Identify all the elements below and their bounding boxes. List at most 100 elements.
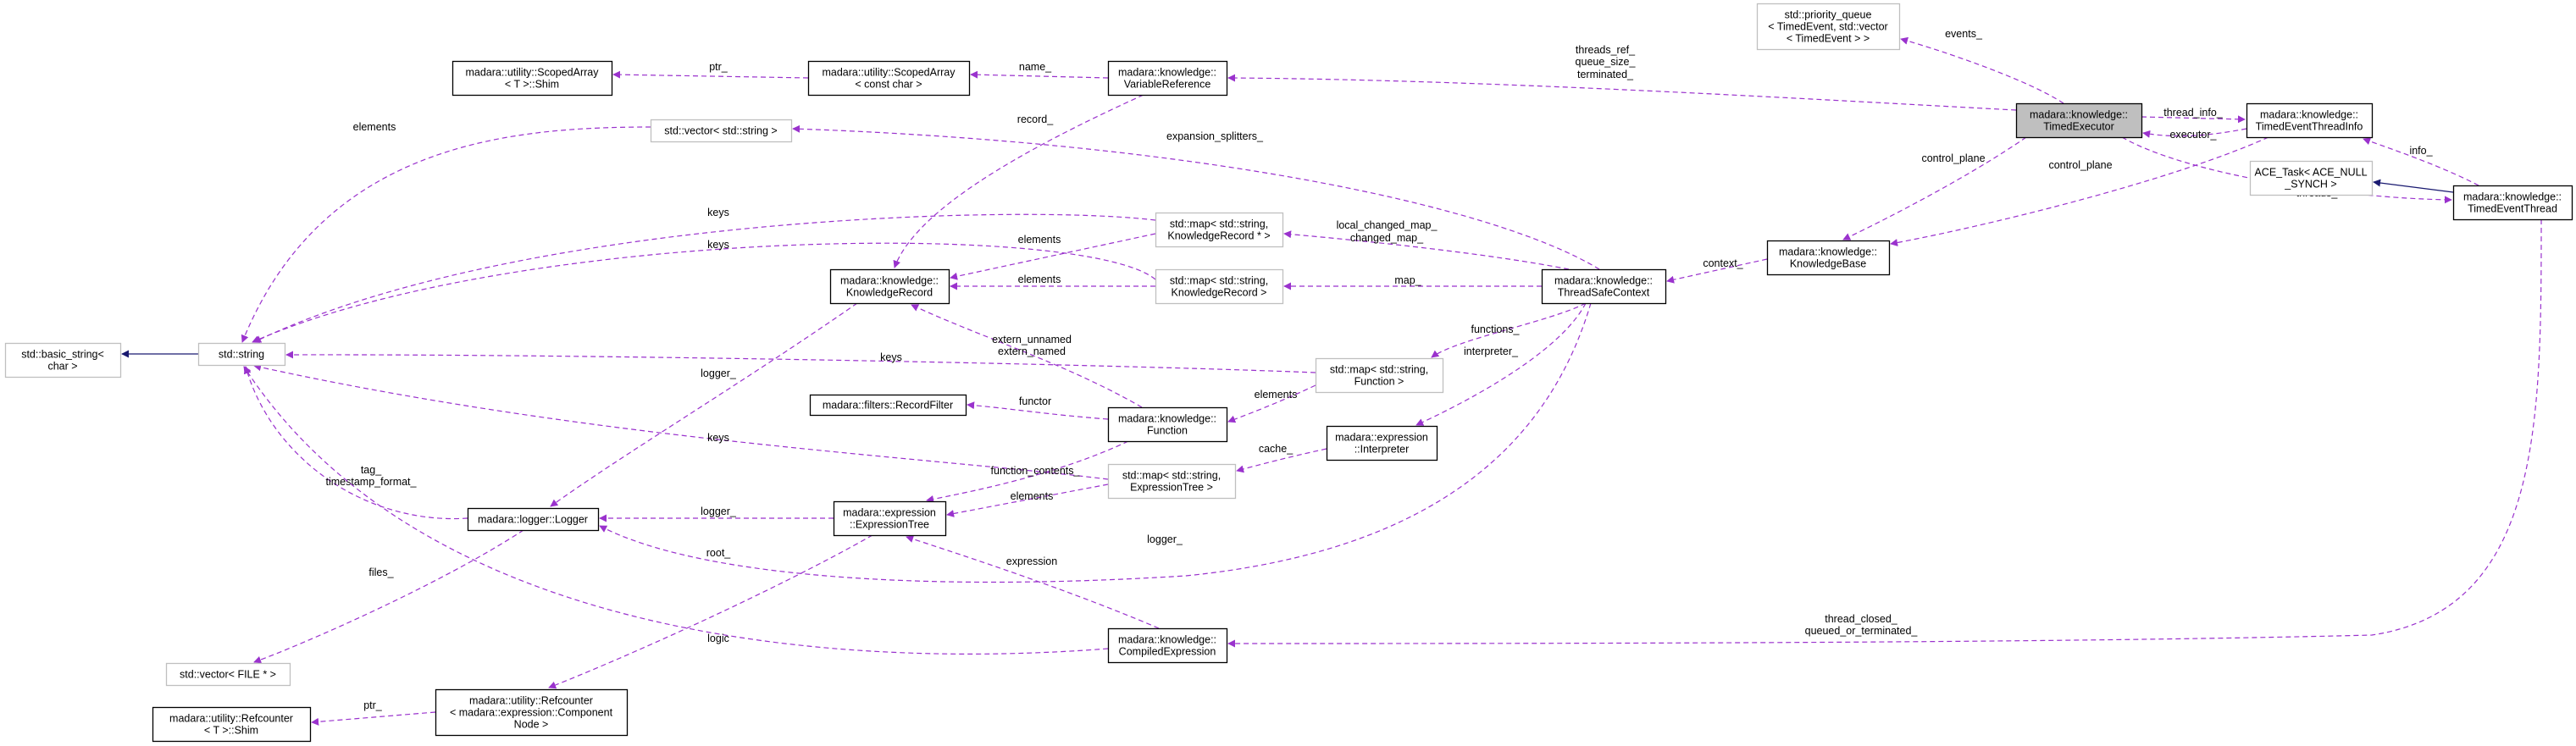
class-node-timed-executor[interactable]: madara::knowledge::TimedExecutor xyxy=(2015,102,2143,139)
dependency-arrow xyxy=(311,711,436,726)
edge-label: elements xyxy=(353,121,396,133)
dependency-arrow xyxy=(253,363,1109,480)
class-name-line: madara::knowledge:: xyxy=(1554,275,1653,287)
class-node-scoped-array-shim[interactable]: madara::utility::ScopedArray< T >::Shim xyxy=(451,60,613,97)
class-name-line: KnowledgeRecord > xyxy=(1172,287,1267,299)
edge-label: functions_ xyxy=(1471,323,1521,335)
edge-tag: tag_timestamp_format_ xyxy=(243,366,468,520)
class-name-line: madara::knowledge:: xyxy=(2463,191,2562,203)
class-node-interpreter[interactable]: madara::expression::Interpreter xyxy=(1326,425,1438,461)
class-node-variable-reference[interactable]: madara::knowledge::VariableReference xyxy=(1107,60,1228,97)
edge-logic: logic xyxy=(243,366,1109,655)
edge-expression: expression xyxy=(906,535,1160,629)
class-node-record-filter[interactable]: madara::filters::RecordFilter xyxy=(809,394,967,417)
class-node-refcounter-shim[interactable]: madara::utility::Refcounter< T >::Shim xyxy=(152,706,312,743)
class-node-map-expression-tree[interactable]: std::map< std::string,ExpressionTree > xyxy=(1107,463,1237,500)
class-node-function[interactable]: madara::knowledge::Function xyxy=(1107,406,1228,443)
edge-expansion: expansion_splitters_ xyxy=(792,124,1600,270)
class-node-scoped-array-char[interactable]: madara::utility::ScopedArray< const char… xyxy=(807,60,971,97)
edge-label: expression xyxy=(1006,555,1057,567)
class-box xyxy=(435,688,629,737)
class-node-std-string[interactable]: std::string xyxy=(197,342,286,367)
edge-files: files_ xyxy=(253,529,524,664)
edge-label: elements xyxy=(1018,234,1061,246)
class-name-line: Node > xyxy=(514,719,549,731)
edge-label: executor_ xyxy=(2170,129,2218,141)
dependency-arrow xyxy=(1227,74,2017,111)
edge-keys-mr: keys xyxy=(252,239,1156,343)
class-node-timed-event-thread-info[interactable]: madara::knowledge::TimedEventThreadInfo xyxy=(2246,102,2374,139)
class-name-line: std::vector< std::string > xyxy=(664,125,777,137)
class-box xyxy=(809,394,967,417)
class-name-line: madara::utility::ScopedArray xyxy=(822,67,956,79)
class-box xyxy=(1326,425,1438,461)
class-node-compiled-expression[interactable]: madara::knowledge::CompiledExpression xyxy=(1107,627,1228,664)
class-name-line: madara::knowledge:: xyxy=(2260,109,2358,121)
edges-layer: events_threads_ref_queue_size_terminated… xyxy=(121,28,2542,726)
dependency-arrow xyxy=(1900,36,2064,104)
edge-threads-ref: threads_ref_queue_size_terminated_ xyxy=(1227,44,2017,111)
edge-label: extern_unnamed xyxy=(992,334,1072,345)
class-box xyxy=(451,60,613,97)
class-box xyxy=(165,662,291,687)
edge-keys-met: keys xyxy=(253,363,1109,480)
dependency-arrow xyxy=(253,529,524,664)
dependency-arrow xyxy=(252,242,1156,343)
class-name-line: KnowledgeBase xyxy=(1790,258,1866,270)
class-node-timed-event-thread[interactable]: madara::knowledge::TimedEventThread xyxy=(2452,185,2573,221)
class-node-vector-file[interactable]: std::vector< FILE * > xyxy=(165,662,291,687)
class-name-line: madara::utility::ScopedArray xyxy=(465,67,599,79)
dependency-arrow xyxy=(243,366,468,520)
edge-label: local_changed_map_ xyxy=(1337,219,1438,231)
class-name-line: < madara::expression::Component xyxy=(450,707,613,719)
class-node-basic-string[interactable]: std::basic_string<char > xyxy=(4,342,122,379)
class-name-line: std::basic_string< xyxy=(21,349,104,361)
class-box xyxy=(1766,240,1891,276)
edge-label: files_ xyxy=(368,566,394,578)
class-name-line: < TimedEvent, std::vector xyxy=(1768,21,1887,33)
class-box xyxy=(467,507,600,532)
dependency-arrow xyxy=(1431,302,1587,358)
class-node-map-record[interactable]: std::map< std::string,KnowledgeRecord > xyxy=(1155,268,1284,305)
dependency-arrow xyxy=(599,302,1592,583)
edge-elements-mrp: elements xyxy=(950,233,1156,280)
edge-keys-mf: keys xyxy=(285,351,1316,373)
class-name-line: TimedExecutor xyxy=(2043,121,2114,133)
edge-label: queued_or_terminated_ xyxy=(1805,625,1919,637)
class-node-knowledge-record[interactable]: madara::knowledge::KnowledgeRecord xyxy=(829,268,950,305)
dependency-arrow xyxy=(612,70,809,79)
edge-ptr-rc: ptr_ xyxy=(311,699,436,726)
class-node-thread-safe-context[interactable]: madara::knowledge::ThreadSafeContext xyxy=(1541,268,1667,305)
edge-label: control_plane xyxy=(2048,159,2112,171)
class-node-map-function[interactable]: std::map< std::string,Function > xyxy=(1315,357,1444,394)
class-node-map-record-ptr[interactable]: std::map< std::string,KnowledgeRecord * … xyxy=(1155,212,1284,248)
dependency-arrow xyxy=(911,304,1143,408)
class-node-refcounter-component[interactable]: madara::utility::Refcounter< madara::exp… xyxy=(435,688,629,737)
edge-keys-mrp: keys xyxy=(253,207,1156,343)
class-name-line: Function xyxy=(1147,425,1188,437)
dependency-arrow xyxy=(1236,448,1327,473)
class-node-expression-tree[interactable]: madara::expression::ExpressionTree xyxy=(833,500,947,537)
class-name-line: < const char > xyxy=(855,79,922,91)
class-name-line: TimedEventThread xyxy=(2468,203,2557,215)
edge-label: elements xyxy=(1011,490,1054,502)
class-name-line: madara::logger::Logger xyxy=(478,514,588,526)
class-node-knowledge-base[interactable]: madara::knowledge::KnowledgeBase xyxy=(1766,240,1891,276)
class-name-line: std::map< std::string, xyxy=(1170,218,1268,230)
class-name-line: < T >::Shim xyxy=(204,725,258,737)
class-node-vector-string[interactable]: std::vector< std::string > xyxy=(650,119,793,143)
class-node-logger[interactable]: madara::logger::Logger xyxy=(467,507,600,532)
class-name-line: ::ExpressionTree xyxy=(850,519,929,531)
class-name-line: madara::knowledge:: xyxy=(840,275,939,287)
edge-label: extern_named xyxy=(998,345,1066,357)
edge-label: keys xyxy=(707,239,729,251)
class-node-priority-queue[interactable]: std::priority_queue< TimedEvent, std::ve… xyxy=(1756,3,1901,51)
edge-label: tag_ xyxy=(361,464,382,476)
class-box xyxy=(1107,60,1228,97)
edge-label: functor xyxy=(1019,395,1051,407)
dependency-arrow xyxy=(792,124,1600,270)
class-node-ace-task[interactable]: ACE_Task< ACE_NULL_SYNCH > xyxy=(2249,160,2374,196)
edge-label: elements xyxy=(1018,274,1061,285)
dependency-arrow xyxy=(1415,302,1587,426)
